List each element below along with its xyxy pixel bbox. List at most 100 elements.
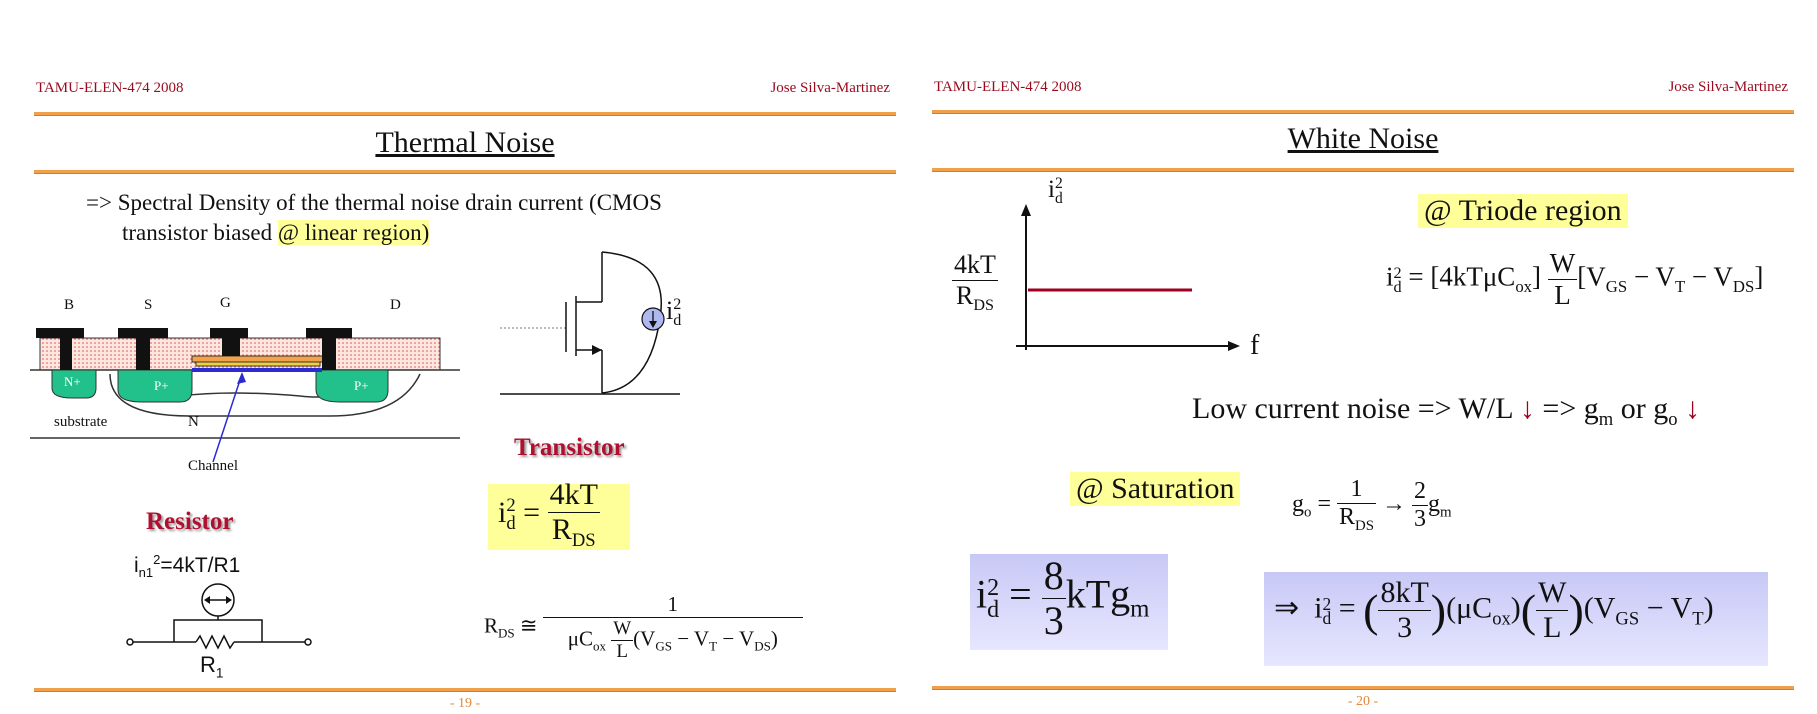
ln-or: or g — [1613, 392, 1669, 425]
footer-rule — [932, 686, 1794, 690]
fe-w: W — [1536, 576, 1569, 611]
label-p-plus-right: P+ — [354, 378, 369, 393]
down-arrow-icon: ↓ — [1685, 392, 1701, 425]
te-den-r: R — [551, 513, 572, 546]
bullet-line-2: transistor biased @ linear region) — [86, 218, 662, 248]
ln-mid: => — [1542, 392, 1577, 425]
fe-arrow: ⇒ — [1274, 591, 1300, 625]
go-gm: g — [1428, 490, 1441, 517]
rds-close: ) — [770, 626, 778, 651]
slide-thermal-noise: TAMU-ELEN-474 2008 Jose Silva-Martinez T… — [30, 0, 900, 714]
header-author: Jose Silva-Martinez — [770, 80, 890, 96]
rds-den-ox: ox — [592, 638, 606, 654]
fe-3: 3 — [1397, 611, 1413, 644]
se-eq: = — [999, 571, 1042, 617]
header-rule — [34, 112, 896, 116]
go-g: g — [1292, 490, 1304, 517]
rds-l: L — [616, 641, 628, 662]
go-three: 3 — [1414, 505, 1427, 532]
rn-sup: 2 — [153, 552, 161, 567]
tr-f: ] — [1754, 261, 1764, 292]
linear-region-highlight: @ linear region) — [277, 220, 430, 245]
tr-c: [V — [1577, 261, 1606, 292]
te-sub: d — [506, 513, 516, 534]
x-axis-label: f — [1250, 330, 1260, 361]
te-sup: 2 — [506, 495, 516, 516]
go-arrow: → — [1376, 490, 1413, 517]
fe-8kt: 8kT — [1378, 576, 1431, 611]
fe-v: (V — [1583, 591, 1616, 625]
tr-e: − V — [1685, 261, 1733, 292]
slide-title: Thermal Noise — [375, 126, 555, 159]
te-den-sub: DS — [571, 530, 596, 551]
transistor-heading: Transistor — [514, 434, 625, 461]
header-rule — [932, 110, 1794, 114]
rds-approx: ≅ — [514, 613, 543, 638]
rds-sub: DS — [498, 625, 515, 641]
rds-ds: DS — [754, 638, 771, 654]
slide-title: White Noise — [1287, 122, 1439, 155]
footer-rule — [34, 688, 896, 692]
fe-mu: (μC — [1446, 591, 1493, 625]
te-num: 4kT — [547, 478, 600, 513]
resistor-schematic — [126, 583, 312, 650]
channel-layer — [192, 368, 322, 372]
fe-ox: ox — [1492, 608, 1511, 630]
label-b: B — [64, 297, 75, 313]
tr-ox: ox — [1515, 277, 1533, 297]
transistor-noise-eq-box — [488, 484, 630, 550]
header-course: TAMU-ELEN-474 2008 — [36, 80, 184, 96]
triode-region-label: @ Triode region — [1418, 194, 1628, 228]
tr-d: − V — [1627, 261, 1675, 292]
rds-num: 1 — [542, 592, 803, 618]
rname-r: R — [200, 652, 216, 677]
bullet-line-1: => Spectral Density of the thermal noise… — [86, 190, 662, 215]
label-d: D — [390, 297, 401, 313]
saturation-eq-box — [970, 554, 1168, 650]
se-3: 3 — [1043, 598, 1064, 643]
fe-l: L — [1543, 611, 1562, 644]
n-plus-region — [51, 369, 97, 399]
transistor-symbol — [500, 251, 680, 395]
fe-sub: d — [1322, 607, 1332, 628]
tn-sup: 2 — [673, 296, 682, 314]
rds-paren: (V — [633, 626, 656, 651]
lvl-den-sub: DS — [973, 297, 994, 315]
label-n: N — [188, 414, 199, 430]
tr-w: W — [1547, 248, 1578, 280]
se-i: i — [976, 571, 988, 617]
down-arrow-icon: ↓ — [1519, 392, 1535, 425]
go-den-sub: DS — [1355, 517, 1375, 534]
tr-i: i — [1386, 261, 1394, 292]
label-s: S — [144, 297, 153, 313]
title-rule — [34, 170, 896, 174]
go-num: 1 — [1336, 476, 1377, 504]
p-plus-left-region — [117, 369, 193, 403]
tr-b: ] — [1532, 261, 1542, 292]
label-n-plus: N+ — [64, 374, 81, 389]
se-8: 8 — [1041, 553, 1066, 599]
se-sub: d — [987, 596, 1000, 623]
resistor-heading: Resistor — [146, 508, 234, 535]
ln-text: Low current noise => W/L — [1192, 392, 1513, 425]
tn-i: i — [666, 296, 674, 325]
y-axis-arrow-icon — [1021, 204, 1031, 216]
terminal-g — [210, 328, 248, 356]
go-den-r: R — [1338, 504, 1355, 530]
se-m: m — [1130, 595, 1150, 623]
label-channel: Channel — [188, 458, 238, 474]
gate-poly — [191, 355, 325, 363]
terminal-d — [306, 328, 352, 370]
rds-minus-vds: − V — [717, 626, 755, 651]
terminal-b — [36, 328, 84, 370]
tr-t: T — [1674, 277, 1686, 297]
noise-spectrum-plot — [1016, 204, 1240, 351]
rname-sub: 1 — [215, 665, 224, 681]
fe-mu-close: ) — [1510, 591, 1521, 625]
page-number: - 20 - — [1347, 694, 1379, 709]
bullet-text: => Spectral Density of the thermal noise… — [86, 188, 662, 248]
